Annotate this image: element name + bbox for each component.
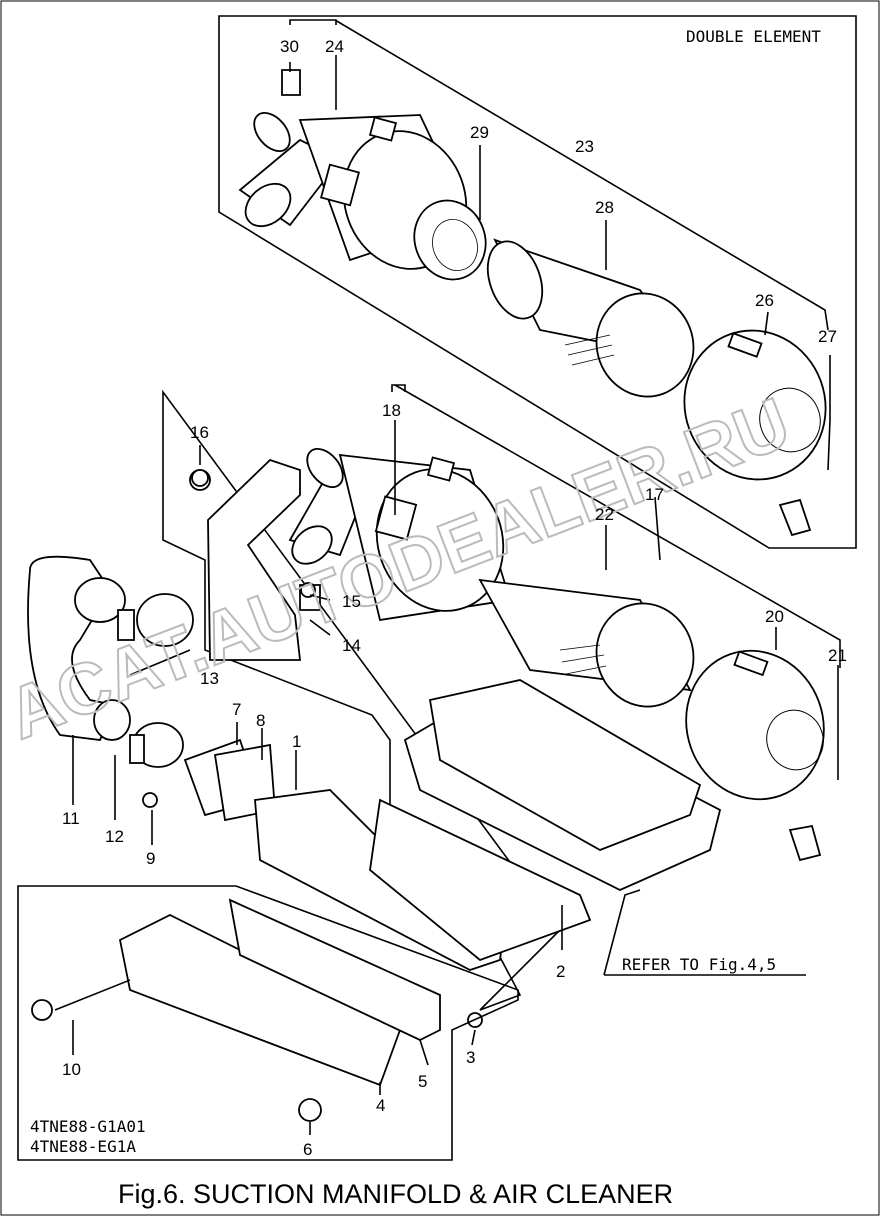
callout-11: 11 [62,809,80,828]
callout-2: 2 [556,962,565,981]
hose-assembly [27,555,194,768]
callout-28: 28 [595,198,614,217]
callout-18: 18 [382,401,401,420]
callout-1: 1 [292,732,301,751]
callout-20: 20 [765,607,784,626]
callout-6: 6 [303,1140,312,1159]
model-code-1: 4TNE88-G1A01 [30,1117,146,1136]
callout-13: 13 [200,669,219,688]
callout-16: 16 [190,423,209,442]
callout-numbers: 30 24 29 23 28 26 27 18 16 17 22 15 20 1… [62,37,847,1159]
callout-4: 4 [376,1096,385,1115]
refer-to-label: REFER TO Fig.4,5 [622,955,776,974]
callout-29: 29 [470,123,489,142]
single-element-frame [162,389,562,1011]
callout-14: 14 [342,636,361,655]
callout-17: 17 [645,485,664,504]
watermark: ACAT.AUTODEALER.RU [0,383,800,755]
callout-7: 7 [232,700,241,719]
callout-27: 27 [818,327,837,346]
figure-caption: Fig.6. SUCTION MANIFOLD & AIR CLEANER [118,1179,673,1209]
bracket-18 [391,384,406,392]
callout-leaders [72,420,839,1135]
callout-9: 9 [146,849,155,868]
option-manifold [31,898,441,1122]
callout-30: 30 [280,37,299,56]
callout-23: 23 [575,137,594,156]
callout-15: 15 [342,592,361,611]
double-element-label: DOUBLE ELEMENT [686,27,821,46]
frame-top-line [394,384,841,668]
callout-10: 10 [62,1060,81,1079]
callout-24: 24 [325,37,344,56]
double-element-cleaner [238,69,827,537]
callout-12: 12 [105,827,124,846]
model-code-2: 4TNE88-EG1A [30,1137,136,1156]
callout-5: 5 [418,1072,427,1091]
double-element-frame [218,15,857,549]
single-element-cleaner [189,447,825,862]
callout-26: 26 [755,291,774,310]
callout-8: 8 [256,711,265,730]
callout-21: 21 [828,646,847,665]
option-frame [17,885,519,1161]
callout-3: 3 [466,1048,475,1067]
leader-lines-upper [289,19,831,471]
manifold-assembly [142,469,722,1028]
callout-22: 22 [595,505,614,524]
